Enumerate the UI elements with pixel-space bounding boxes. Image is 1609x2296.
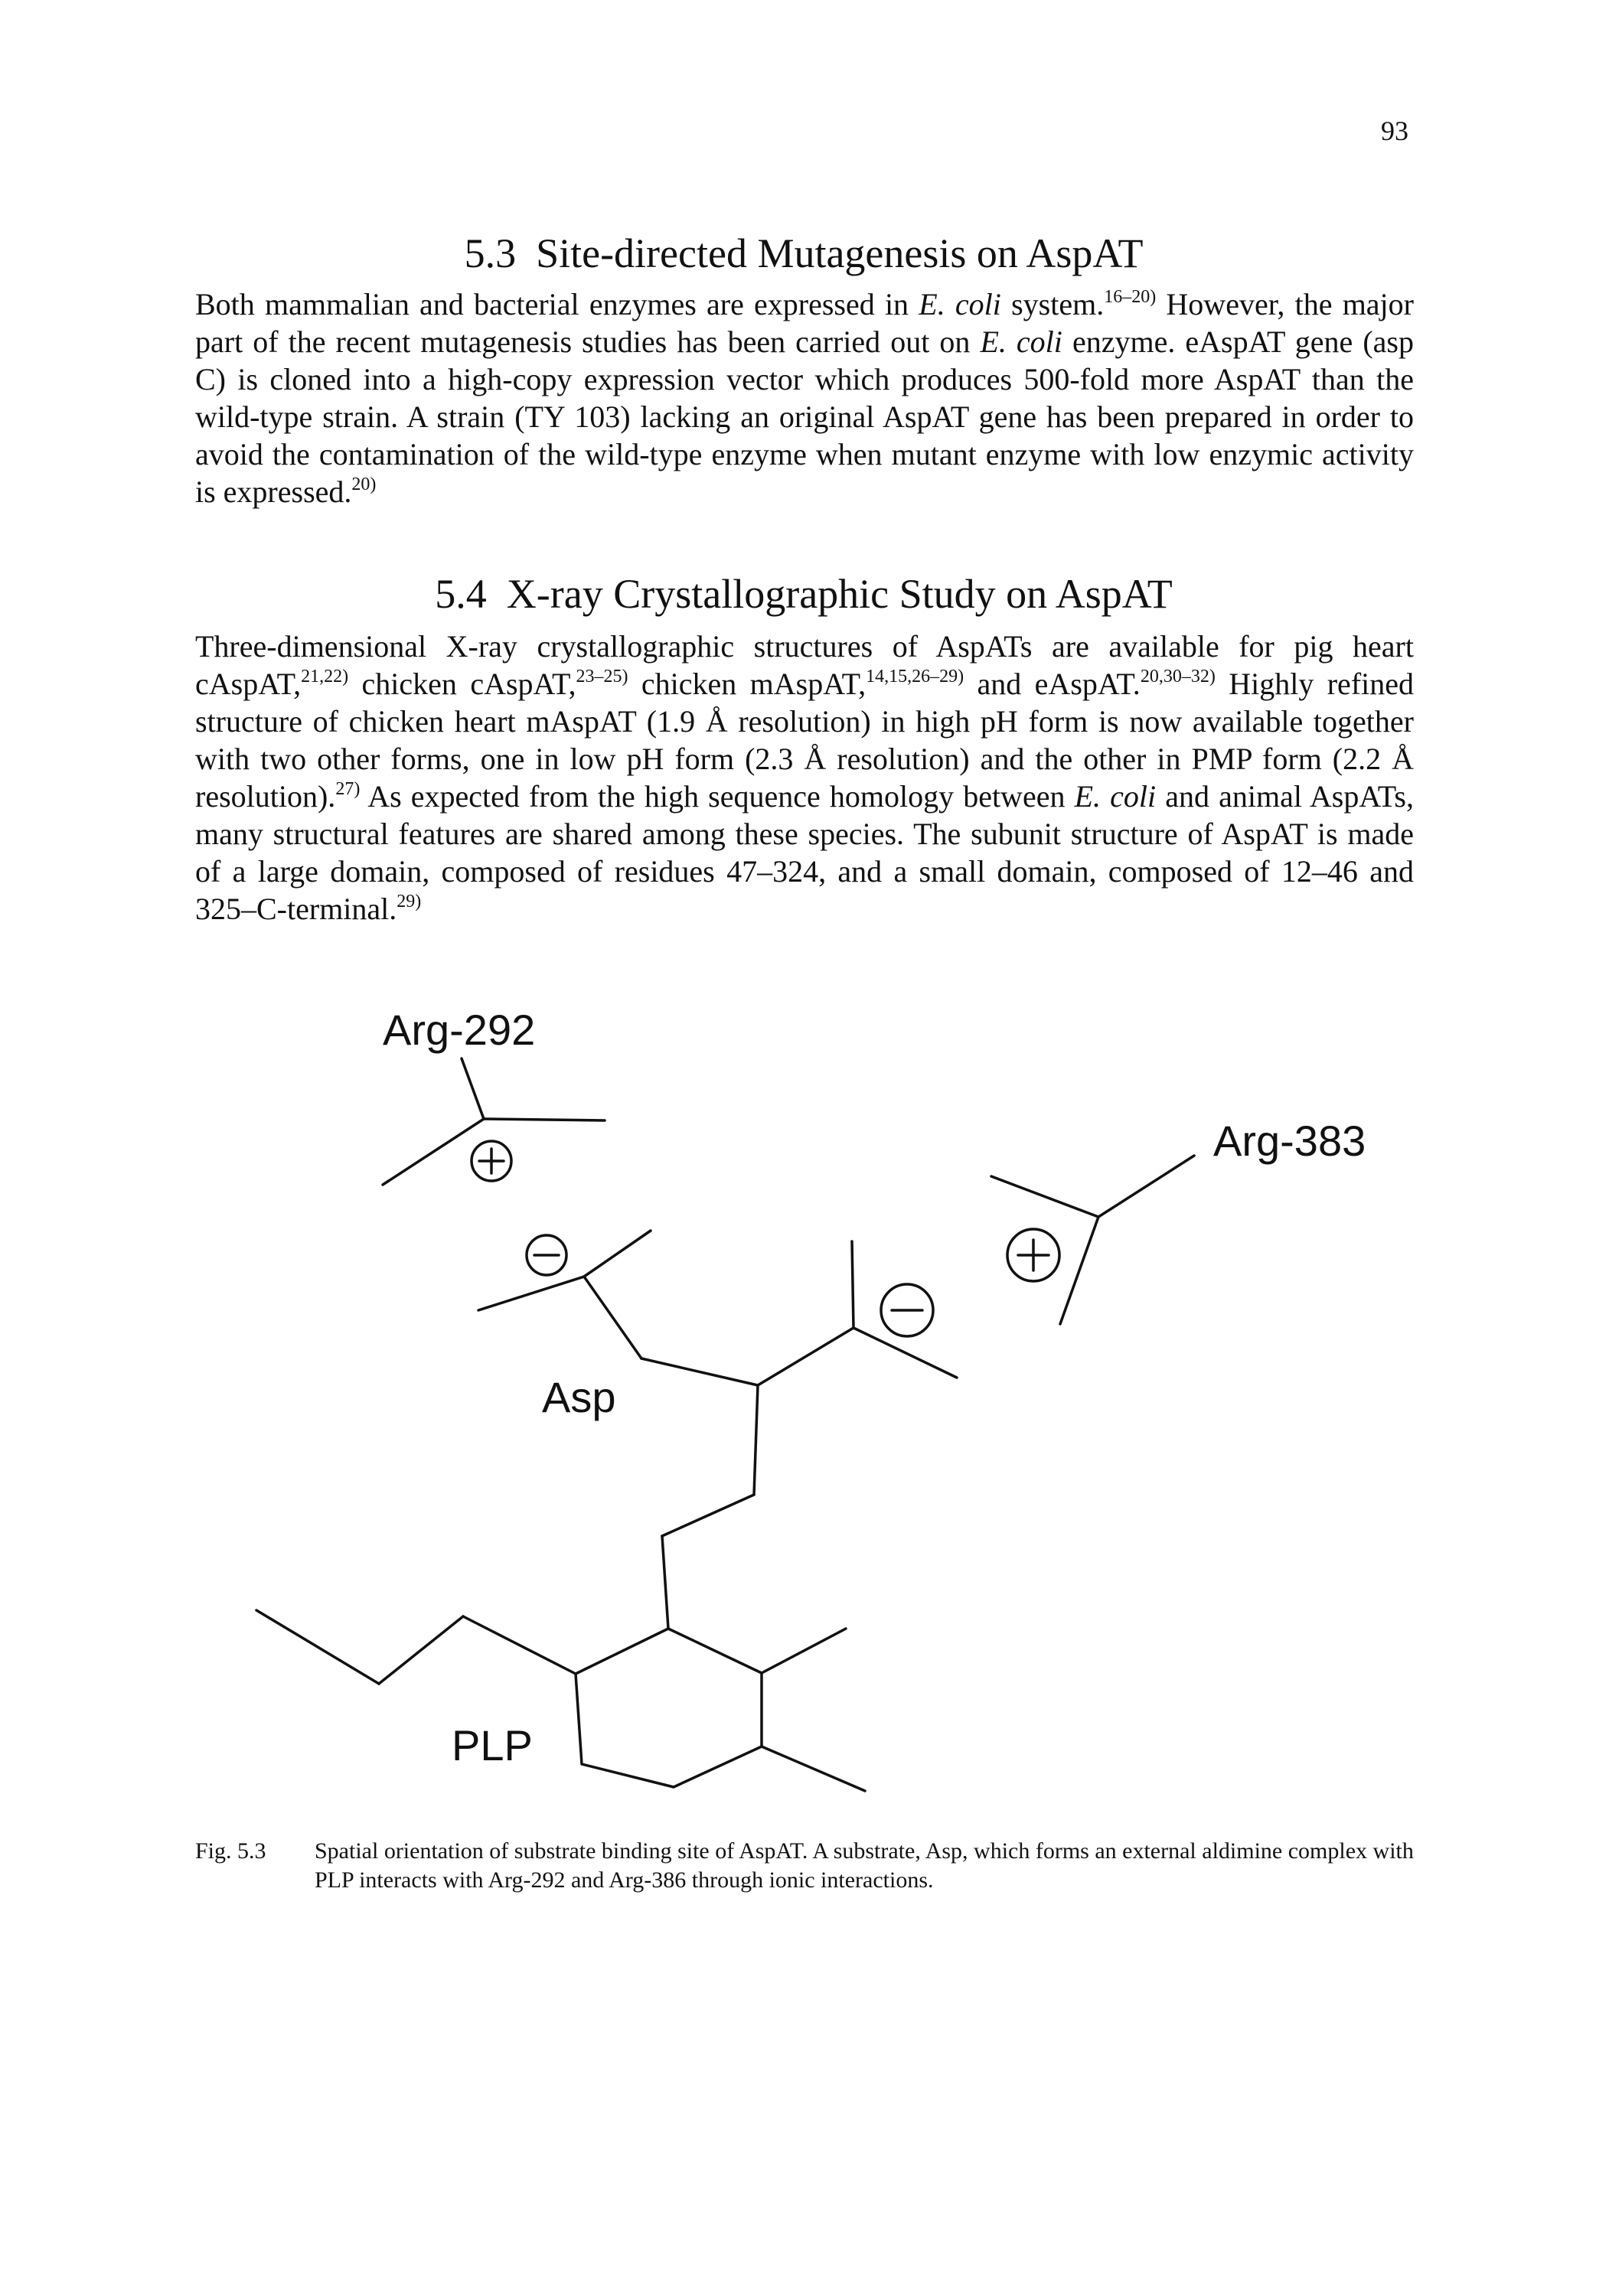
citation-ref: 20,30–32)	[1140, 667, 1216, 687]
citation-ref: 14,15,26–29)	[866, 667, 964, 687]
binding-site-diagram: Arg-292 Arg-383 Asp PLP	[255, 1006, 1366, 1792]
caption-text: Spatial orientation of substrate binding…	[315, 1838, 1414, 1893]
binding-site-figure: Arg-292 Arg-383 Asp PLP	[0, 949, 1609, 1806]
plp-label: PLP	[452, 1721, 533, 1769]
citation-ref: 29)	[397, 892, 422, 912]
text-run: However, the major part of the recent mu…	[195, 287, 1414, 359]
text-run: Three-dimensional X-ray crystallographic…	[195, 629, 1414, 701]
arg-292-label: Arg-292	[383, 1006, 535, 1054]
species-name: E. coli	[1074, 779, 1157, 814]
text-run: enzyme. eAspAT gene (asp C) is cloned in…	[195, 325, 1414, 509]
asp-carboxylate-right	[756, 1240, 958, 1387]
text-run: and animal AspATs, many structural featu…	[195, 779, 1414, 926]
section-number: 5.4	[435, 571, 487, 617]
linker-chain	[661, 1384, 759, 1630]
figure-caption: Fig. 5.3 Spatial orientation of substrat…	[195, 1837, 1420, 1895]
citation-ref: 21,22)	[301, 667, 349, 687]
section-title: X-ray Crystallographic Study on AspAT	[506, 571, 1173, 617]
asp-carboxylate-left	[477, 1229, 759, 1387]
arg-292-group	[381, 1057, 606, 1186]
page-number: 93	[1381, 116, 1408, 146]
arg-383-label: Arg-383	[1213, 1117, 1366, 1165]
text-run: system.	[1000, 287, 1105, 321]
text-run: chicken cAspAT,	[348, 667, 576, 701]
arg-383-group	[990, 1154, 1196, 1326]
asp-label: Asp	[542, 1373, 616, 1421]
section-heading-5-4: 5.4 X-ray Crystallographic Study on AspAT	[191, 570, 1416, 618]
citation-ref: 16–20)	[1104, 287, 1157, 307]
section-5-3-paragraph: Both mammalian and bacterial enzymes are…	[195, 285, 1414, 510]
text-run: As expected from the high sequence homol…	[360, 779, 1075, 814]
negative-charge-icon	[525, 1234, 568, 1277]
text-run: Highly refined structure of chicken hear…	[195, 667, 1414, 814]
positive-charge-icon	[470, 1140, 513, 1182]
citation-ref: 20)	[351, 475, 377, 494]
text-run: Both mammalian and bacterial enzymes are…	[195, 287, 919, 321]
positive-charge-icon	[1006, 1228, 1061, 1283]
plp-ring	[255, 1609, 867, 1792]
section-heading-5-3: 5.3 Site-directed Mutagenesis on AspAT	[191, 230, 1416, 277]
section-title: Site-directed Mutagenesis on AspAT	[536, 230, 1144, 276]
text-run: and eAspAT.	[964, 667, 1141, 701]
negative-charge-icon	[880, 1283, 935, 1338]
section-5-4-paragraph: Three-dimensional X-ray crystallographic…	[195, 628, 1414, 928]
text-run: chicken mAspAT,	[628, 667, 867, 701]
citation-ref: 27)	[335, 779, 361, 799]
species-name: E. coli	[919, 287, 1001, 321]
section-number: 5.3	[464, 230, 517, 276]
caption-label: Fig. 5.3	[195, 1838, 266, 1864]
species-name: E. coli	[980, 325, 1062, 359]
citation-ref: 23–25)	[576, 667, 628, 687]
